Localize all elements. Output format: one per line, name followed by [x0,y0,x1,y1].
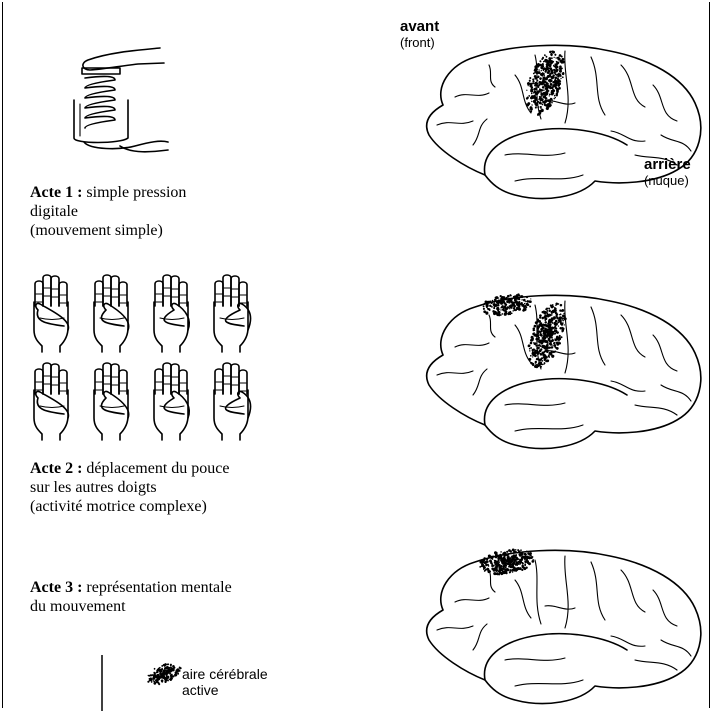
brain-sulcus [661,135,691,151]
hand [94,363,129,440]
act-1-caption: Acte 1 : simple pression digitale (mouve… [30,183,186,240]
brain-act-2 [415,285,710,455]
brain-sulcus [473,624,487,650]
front-label-main: avant [400,18,439,35]
act-2-label: Acte 2 : [30,460,82,477]
brain-sulcus [505,658,565,660]
brain-sulcus [635,405,677,415]
hands-illustration [28,268,278,443]
act-3-line-2: du mouvement [30,597,232,616]
brain-sulcus [505,403,565,405]
brain-act-3 [415,540,710,710]
brain-sulcus [591,57,605,115]
legend-divider [100,655,104,711]
legend-line-2: active [182,682,268,698]
act-1-line-1: simple pression [86,184,186,201]
temporal-lobe-fold [484,634,627,680]
brain-sulcus [535,560,541,624]
active-area-stipple [518,46,572,120]
brain-act-1 [415,35,710,205]
act-1-label: Acte 1 : [30,184,82,201]
legend-text: aire cérébrale active [182,666,268,698]
hand [94,275,129,352]
brain-sulcus [621,65,645,107]
brain-sulcus [455,93,489,97]
brain-sulcus [437,371,473,375]
brain-sulcus [621,570,645,612]
brain-sulcus [473,119,487,145]
brain-sulcus [515,175,583,181]
hand [214,363,250,440]
active-area-stipple [520,298,574,374]
brain-sulcus [565,51,568,123]
legend-line-1: aire cérébrale [182,666,268,682]
brain-outline [427,550,701,703]
act-2-line-2: sur les autres doigts [30,478,229,497]
hand [154,275,189,352]
brain-sulcus [473,369,487,395]
brain-sulcus [565,556,568,628]
temporal-lobe-fold [484,379,627,425]
temporal-lobe-fold [484,129,627,175]
brain-sulcus [621,315,645,357]
brain-sulcus [437,626,473,630]
brain-sulcus [455,598,489,602]
brain-sulcus [661,385,691,401]
brain-sulcus [661,640,691,656]
brain-sulcus [515,580,531,618]
brain-sulcus [591,562,605,620]
brain-sulcus [635,660,677,670]
brain-sulcus [591,307,605,365]
brain-sulcus [545,606,575,609]
brain-sulcus [565,301,568,373]
brain-sulcus [653,85,677,121]
act-2-caption: Acte 2 : déplacement du pouce sur les au… [30,459,229,516]
brain-sulcus [515,75,531,113]
act-3-caption: Acte 3 : représentation mentale du mouve… [30,578,232,616]
brain-sulcus [515,325,531,363]
brain-sulcus [653,590,677,626]
hand [154,363,189,440]
brain-outline [427,45,701,198]
act-2-line-1: déplacement du pouce [86,460,229,477]
brain-sulcus [455,343,489,347]
hand [34,363,68,440]
active-area-stipple [477,546,535,578]
brain-sulcus [515,680,583,686]
act-3-label: Acte 3 : [30,579,82,596]
brain-sulcus [505,153,565,155]
brain-sulcus [489,65,495,87]
active-area-stipple [143,658,184,688]
act-2-line-3: (activité motrice complexe) [30,497,229,516]
brain-sulcus [653,335,677,371]
brain-sulcus [635,155,677,165]
brain-sulcus [437,121,473,125]
brain-sulcus [489,315,495,337]
act-1-line-2: digitale [30,202,186,221]
brain-sulcus [515,425,583,431]
finger-press-illustration [60,38,170,168]
act-3-line-1: représentation mentale [86,579,231,596]
hand [34,275,68,352]
hand [214,275,250,352]
act-1-line-3: (mouvement simple) [30,221,186,240]
